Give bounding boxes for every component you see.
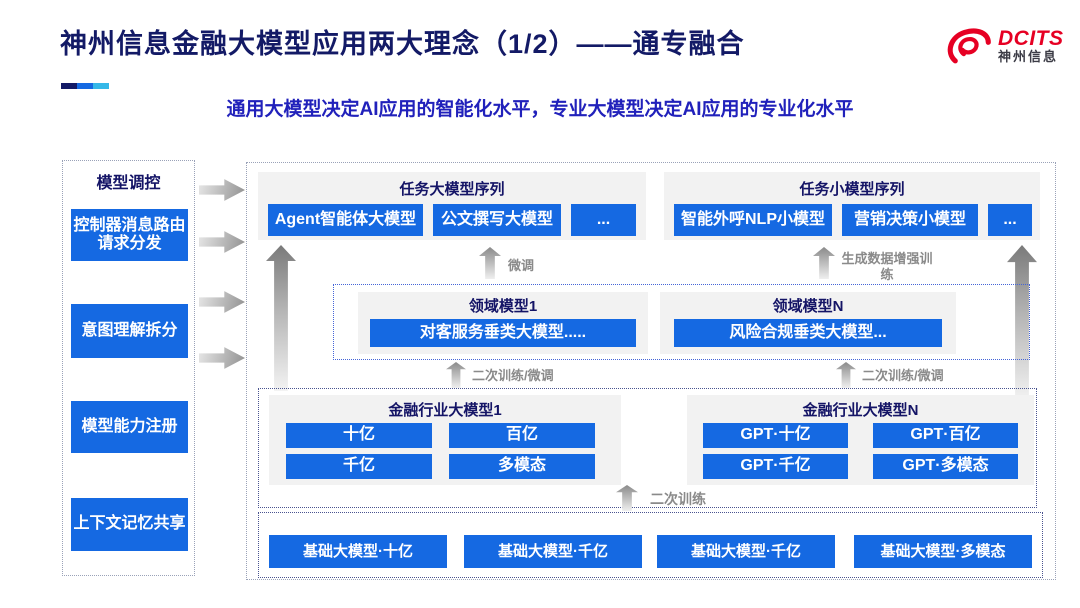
- base-model-container: 基础大模型·十亿 基础大模型·千亿 基础大模型·千亿 基础大模型·多模态: [258, 512, 1043, 578]
- base-model-100billion2: 基础大模型·千亿: [657, 535, 835, 568]
- model-control-panel: 模型调控 控制器消息路由请求分发 意图理解拆分 模型能力注册 上下文记忆共享: [62, 160, 195, 576]
- domain-model-container: 领域模型1 对客服务垂类大模型..... 领域模型N 风险合规垂类大模型...: [333, 284, 1030, 360]
- domain-model-n-button: 风险合规垂类大模型...: [674, 319, 942, 347]
- right-arrow-icon: [199, 291, 245, 313]
- page-title: 神州信息金融大模型应用两大理念（1/2）——通专融合: [60, 29, 745, 59]
- task-small-panel-title: 任务小模型序列: [799, 181, 905, 198]
- task-large-model-panel: 任务大模型序列 Agent智能体大模型 公文撰写大模型 ...: [258, 172, 646, 240]
- industry1-multimodal: 多模态: [449, 454, 595, 479]
- industryN-gpt-10billion: GPT·百亿: [873, 423, 1018, 448]
- task-small-model-more: ...: [988, 204, 1032, 236]
- dcits-swirl-icon: [947, 28, 991, 64]
- task-large-model-doc: 公文撰写大模型: [433, 204, 561, 236]
- industry1-10billion: 百亿: [449, 423, 595, 448]
- fine-tune-label: 微调: [508, 258, 535, 273]
- right-arrow-icon: [199, 231, 245, 253]
- base-model-100billion: 基础大模型·千亿: [464, 535, 642, 568]
- logo-brand: DCITS: [998, 27, 1064, 51]
- task-small-model-marketing: 营销决策小模型: [842, 204, 978, 236]
- bar-segment-blue: [77, 83, 93, 89]
- base-model-multimodal: 基础大模型·多模态: [854, 535, 1032, 568]
- gen-data-train-label: 生成数据增强训练: [841, 251, 933, 283]
- sidebar-item-register: 模型能力注册: [71, 401, 188, 453]
- retrain-ft-left-label: 二次训练/微调: [472, 368, 554, 383]
- retrain-ft-right-label: 二次训练/微调: [862, 368, 944, 383]
- industryN-gpt-multimodal: GPT·多模态: [873, 454, 1018, 479]
- right-arrow-icon: [199, 179, 245, 201]
- slide-subtitle: 通用大模型决定AI应用的智能化水平，专业大模型决定AI应用的专业化水平: [226, 99, 854, 120]
- industry1-100billion: 千亿: [286, 454, 432, 479]
- domain-model-1-title: 领域模型1: [468, 298, 538, 315]
- retrain-label: 二次训练: [650, 491, 706, 507]
- industry-model-1-panel: 金融行业大模型1 十亿 百亿 千亿 多模态: [269, 395, 621, 485]
- task-large-model-more: ...: [571, 204, 636, 236]
- task-large-panel-title: 任务大模型序列: [399, 181, 505, 198]
- industryN-gpt-billion: GPT·十亿: [703, 423, 848, 448]
- logo-text: DCITS 神州信息: [998, 28, 1064, 64]
- main-diagram-container: [246, 162, 1056, 580]
- bar-segment-cyan: [93, 83, 109, 89]
- logo-brand-cn: 神州信息: [998, 49, 1059, 65]
- sidebar-item-context: 上下文记忆共享: [71, 498, 188, 551]
- domain-model-n-title: 领域模型N: [772, 298, 844, 315]
- title-accent-bar: [61, 83, 109, 89]
- industry-model-1-title: 金融行业大模型1: [388, 402, 502, 419]
- industry1-billion: 十亿: [286, 423, 432, 448]
- industry-model-n-panel: 金融行业大模型N GPT·十亿 GPT·百亿 GPT·千亿 GPT·多模态: [687, 395, 1034, 485]
- sidebar-item-router: 控制器消息路由请求分发: [71, 209, 188, 261]
- sidebar-item-intent: 意图理解拆分: [71, 304, 188, 358]
- base-model-billion: 基础大模型·十亿: [269, 535, 447, 568]
- domain-model-1-panel: 领域模型1 对客服务垂类大模型.....: [358, 292, 648, 354]
- task-small-model-panel: 任务小模型序列 智能外呼NLP小模型 营销决策小模型 ...: [664, 172, 1040, 240]
- industry-model-container: 金融行业大模型1 十亿 百亿 千亿 多模态 金融行业大模型N GPT·十亿 GP…: [258, 388, 1037, 508]
- industry-model-n-title: 金融行业大模型N: [802, 402, 919, 419]
- task-small-model-nlp: 智能外呼NLP小模型: [674, 204, 832, 236]
- dcits-logo: DCITS 神州信息: [942, 20, 1072, 72]
- industryN-gpt-100billion: GPT·千亿: [703, 454, 848, 479]
- sidebar-title: 模型调控: [96, 175, 161, 192]
- bar-segment-navy: [61, 83, 77, 89]
- domain-model-n-panel: 领域模型N 风险合规垂类大模型...: [660, 292, 956, 354]
- domain-model-1-button: 对客服务垂类大模型.....: [370, 319, 636, 347]
- right-arrow-icon: [199, 347, 245, 369]
- task-large-model-agent: Agent智能体大模型: [268, 204, 423, 236]
